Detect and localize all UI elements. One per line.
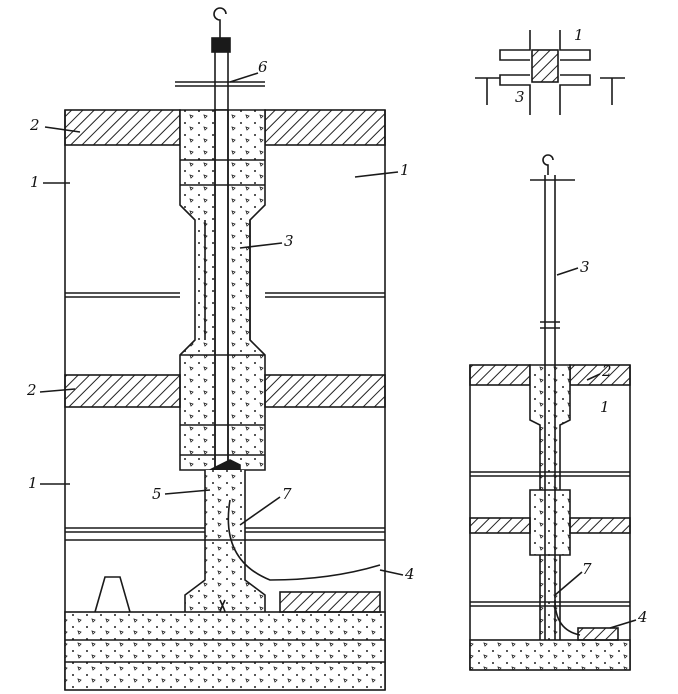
- left-section-view: [64, 7, 386, 691]
- label-3: 3: [284, 232, 294, 250]
- label-2: 2: [27, 381, 37, 399]
- label-4: 4: [638, 608, 648, 626]
- label-4: 4: [405, 565, 415, 583]
- inset-label-1: 1: [574, 26, 584, 44]
- hook-icon: [542, 154, 554, 175]
- label-5: 5: [152, 485, 162, 503]
- label-1: 1: [30, 173, 40, 191]
- label-2: 2: [30, 116, 40, 134]
- label-1: 1: [600, 398, 610, 416]
- inset-label-3: 3: [515, 88, 525, 106]
- right-section-view: [469, 30, 637, 671]
- inset-plan: [475, 30, 625, 115]
- label-3: 3: [580, 258, 590, 276]
- label-1: 1: [400, 161, 410, 179]
- hook-icon: [213, 7, 227, 40]
- label-7: 7: [582, 560, 592, 578]
- label-1: 1: [28, 474, 38, 492]
- label-7: 7: [282, 485, 292, 503]
- label-6: 6: [258, 58, 268, 76]
- label-2: 2: [602, 362, 612, 380]
